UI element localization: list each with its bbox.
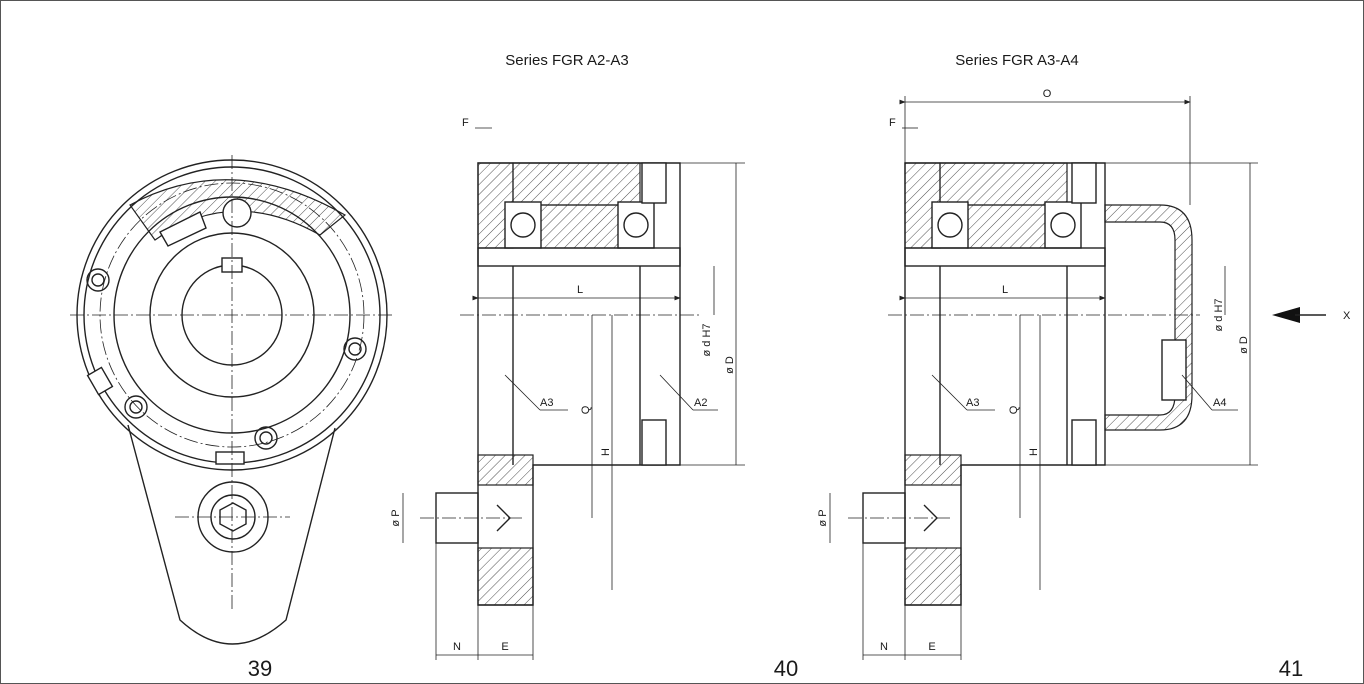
svg-text:N: N [880,641,888,653]
screw-bottom [641,419,667,466]
svg-text:L: L [1002,284,1008,296]
figure-title: Series FGR A3-A4 [955,52,1078,69]
figure-39-front-view: 39 [70,155,394,681]
fastening-screws [86,268,367,450]
end-cover-section [1104,204,1193,431]
grease-nipple [86,366,114,396]
lock-plate [215,451,245,465]
spring-element [159,211,207,247]
figure-number: 40 [774,656,798,681]
bearing-ball-right [623,212,649,238]
svg-text:ø D: ø D [1238,336,1250,354]
svg-text:Q: Q [580,405,592,414]
outer-race-section [512,162,641,206]
svg-text:H: H [600,448,612,456]
figure-number: 39 [248,656,272,681]
inner-race-section [539,204,621,249]
svg-text:X: X [1343,310,1351,322]
sprag-roller [222,198,252,228]
svg-text:A3: A3 [966,397,979,409]
svg-text:ø d H7: ø d H7 [1213,298,1225,331]
svg-text:E: E [928,641,935,653]
svg-text:O: O [1043,88,1052,100]
figure-40-section-view: Series FGR A2-A3 L ø D ø d H7 [390,52,798,681]
screw-top [641,162,667,204]
svg-text:E: E [501,641,508,653]
svg-text:F: F [462,117,469,129]
svg-text:A2: A2 [694,397,707,409]
bearing-ball-left [937,212,963,238]
svg-text:L: L [577,284,583,296]
svg-text:ø D: ø D [724,356,736,374]
svg-text:H: H [1028,448,1040,456]
figure-number: 41 [1279,656,1303,681]
svg-text:F: F [889,117,896,129]
bearing-ball-left [510,212,536,238]
torque-arm [127,424,336,645]
svg-text:ø P: ø P [817,509,829,526]
arm-section-bottom [477,547,534,606]
svg-text:A4: A4 [1213,397,1226,409]
view-arrow-icon [1272,307,1300,323]
svg-text:N: N [453,641,461,653]
hex-socket-icon [219,502,247,532]
svg-text:ø P: ø P [390,509,402,526]
svg-text:A3: A3 [540,397,553,409]
arm-section-top [477,454,534,486]
bearing-ball-right [1050,212,1076,238]
cover-plug [1161,339,1187,401]
svg-text:ø d H7: ø d H7 [701,323,713,356]
figure-41-section-view: Series FGR A3-A4 O L ø D ø d [817,52,1351,681]
figure-title: Series FGR A2-A3 [505,52,628,69]
svg-text:Q: Q [1008,405,1020,414]
